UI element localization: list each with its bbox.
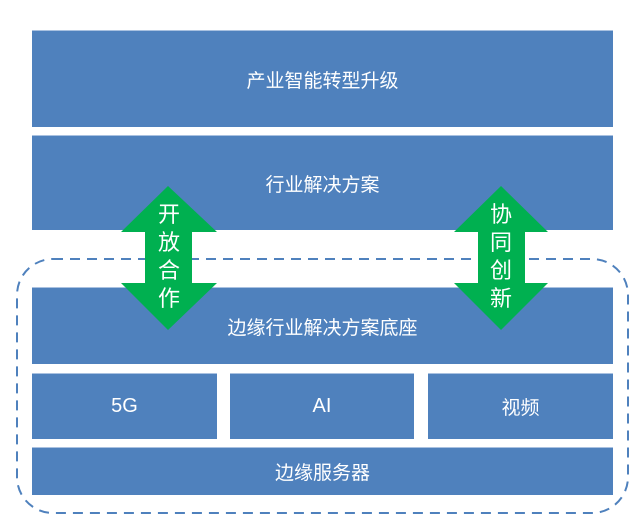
collaborative-innovation-label: 协 同 创 新	[486, 202, 516, 314]
layer-industry-upgrade: 产业智能转型升级	[32, 30, 613, 127]
layer-edge-server-label: 边缘服务器	[274, 462, 370, 484]
arrow-right-char: 协	[489, 203, 512, 228]
layer-industry-upgrade-label: 产业智能转型升级	[246, 69, 399, 92]
arrow-right-char: 同	[489, 231, 512, 256]
layer-industry-solutions: 行业解决方案	[32, 135, 613, 230]
arrow-left-char: 放	[157, 231, 180, 256]
arrow-right-char: 创	[489, 259, 512, 284]
layer-edge-solution-base: 边缘行业解决方案底座	[32, 287, 613, 364]
capability-5g-label: 5G	[111, 395, 138, 417]
open-cooperation-label: 开 放 合 作	[154, 202, 184, 314]
arrow-left-char: 开	[157, 203, 180, 228]
arrow-right-char: 新	[489, 287, 512, 312]
arrow-left-char: 作	[157, 287, 180, 312]
capability-5g: 5G	[32, 373, 217, 439]
capability-video-label: 视频	[501, 397, 540, 419]
layer-industry-solutions-label: 行业解决方案	[265, 173, 380, 196]
arrow-left-char: 合	[157, 259, 180, 284]
capability-ai-label: AI	[312, 395, 332, 417]
layer-edge-solution-base-label: 边缘行业解决方案底座	[227, 316, 418, 339]
layer-edge-server: 边缘服务器	[32, 447, 613, 495]
capability-ai: AI	[230, 373, 414, 439]
capability-video: 视频	[428, 373, 613, 439]
